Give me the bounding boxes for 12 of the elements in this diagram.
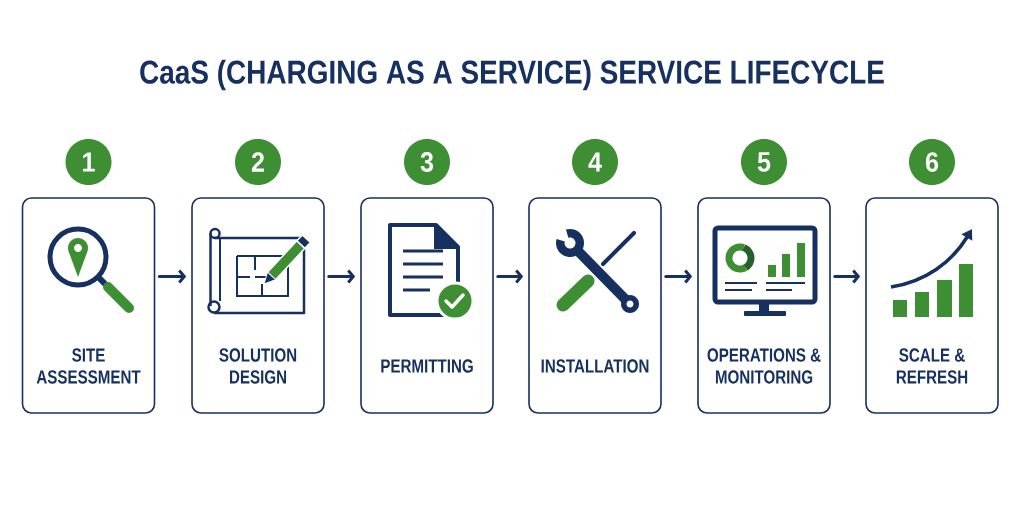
title: CaaS (CHARGING AS A SERVICE) SERVICE LIFECYCLE [140,59,884,91]
step-box: SITE ASSESSMENT [21,197,156,414]
arrow [157,269,187,284]
arrow [833,269,861,284]
step-box: SCALE & REFRESH [865,197,999,414]
step-box: INSTALLATION [528,197,662,414]
arrow [327,269,356,284]
step-box: PERMITTING [360,197,494,414]
step-box: SOLUTION DESIGN [191,197,325,414]
arrow [496,269,524,284]
arrow [664,269,693,284]
step-box: OPERATIONS & MONITORING [697,197,831,414]
